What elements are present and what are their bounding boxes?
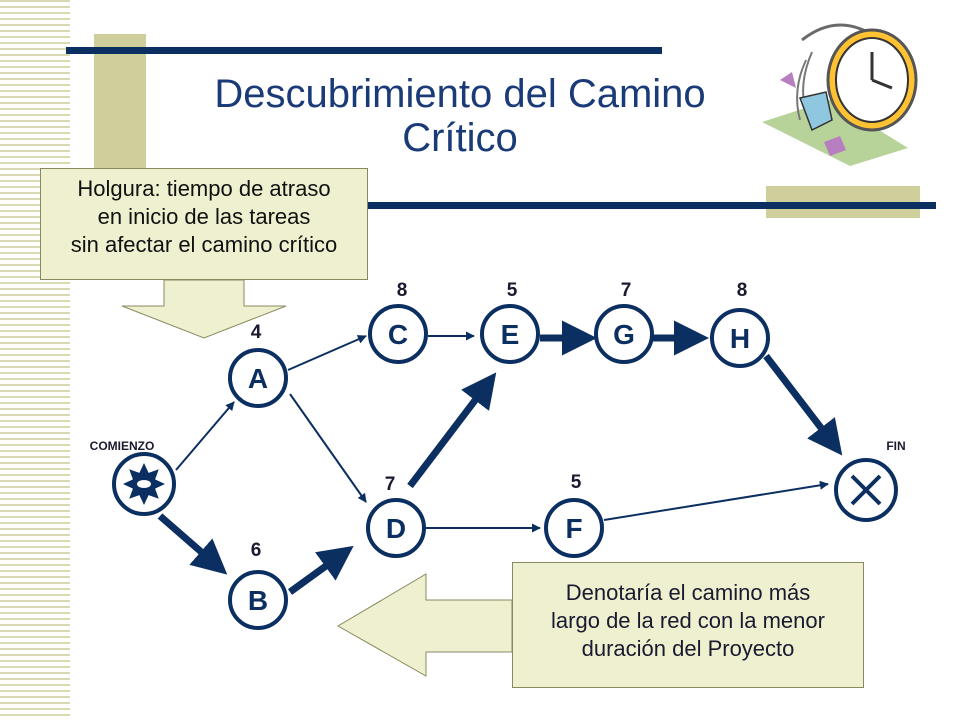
title-bottom-rule xyxy=(368,202,936,209)
left-stripe-decoration xyxy=(0,0,70,720)
edge-a-c xyxy=(287,335,367,371)
node-c-label: C xyxy=(388,319,408,350)
node-h-label: H xyxy=(730,323,750,354)
duration-a: 4 xyxy=(251,322,262,343)
edge-start-a xyxy=(175,401,235,471)
clock-clipart-icon xyxy=(762,23,918,166)
callout-top-arrow xyxy=(121,279,287,339)
node-h: H xyxy=(710,308,770,368)
title-top-rule xyxy=(66,47,662,54)
page-title: Descubrimiento del Camino Crítico xyxy=(110,72,810,160)
node-b: B xyxy=(228,570,288,630)
duration-g: 7 xyxy=(621,280,632,301)
critical-edge-b-d xyxy=(287,545,354,595)
critical-callout-line-1: Denotaría el camino más xyxy=(565,580,811,605)
node-g-label: G xyxy=(613,319,635,350)
duration-h: 8 xyxy=(737,280,748,301)
slack-callout: Holgura: tiempo de atraso en inicio de l… xyxy=(40,168,368,280)
critical-path-callout: Denotaría el camino más largo de la red … xyxy=(512,562,864,688)
critical-edge-start-b xyxy=(157,513,228,575)
node-a-label: A xyxy=(248,363,268,394)
node-d-label: D xyxy=(386,513,406,544)
edge-f-end xyxy=(603,480,829,521)
critical-callout-line-2: largo de la red con la menor xyxy=(551,608,825,633)
node-e: E xyxy=(480,304,540,364)
node-g: G xyxy=(594,304,654,364)
end-node xyxy=(834,458,898,522)
node-e-label: E xyxy=(501,319,520,350)
duration-f: 5 xyxy=(571,472,582,493)
start-label: COMIENZO xyxy=(90,439,155,453)
edge-a-d xyxy=(289,393,367,503)
slack-callout-line-1: Holgura: tiempo de atraso xyxy=(77,176,331,201)
node-f: F xyxy=(544,498,604,558)
node-b-label: B xyxy=(248,585,268,616)
node-a: A xyxy=(228,348,288,408)
duration-d: 7 xyxy=(385,474,396,495)
duration-b: 6 xyxy=(251,540,262,561)
critical-callout-line-3: duración del Proyecto xyxy=(581,636,795,661)
slack-callout-line-2: en inicio de las tareas xyxy=(97,204,311,229)
callout-bottom-arrow xyxy=(337,573,513,677)
duration-c: 8 xyxy=(397,280,408,301)
node-f-label: F xyxy=(565,513,582,544)
start-node xyxy=(112,452,176,516)
title-line-2: Crítico xyxy=(402,116,518,160)
node-d: D xyxy=(366,498,426,558)
duration-e: 5 xyxy=(507,280,518,301)
title-line-1: Descubrimiento del Camino xyxy=(214,72,706,116)
end-label: FIN xyxy=(886,439,905,453)
node-c: C xyxy=(368,304,428,364)
critical-edge-h-end xyxy=(763,353,843,456)
critical-edge-d-e xyxy=(407,372,497,489)
slack-callout-line-3: sin afectar el camino crítico xyxy=(70,232,338,257)
end-x-icon xyxy=(850,474,882,506)
